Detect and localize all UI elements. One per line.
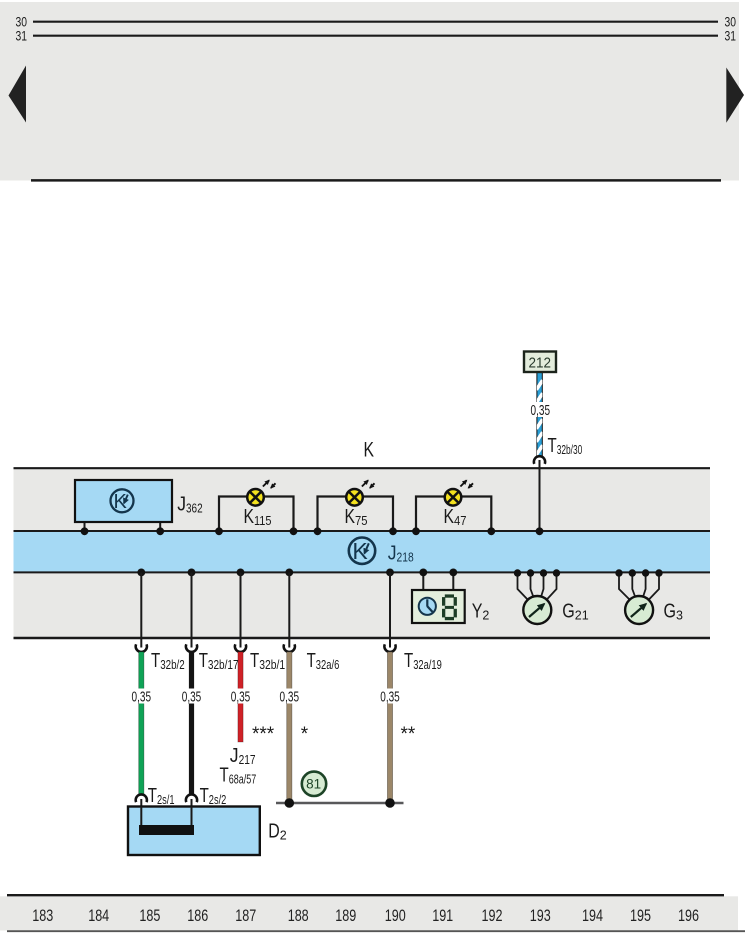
svg-text:*: *	[301, 724, 309, 745]
svg-text:187: 187	[235, 907, 256, 925]
svg-text:193: 193	[530, 907, 551, 925]
svg-text:J217: J217	[230, 744, 256, 767]
svg-text:K: K	[114, 491, 128, 513]
svg-text:J362: J362	[177, 493, 202, 516]
svg-text:192: 192	[482, 907, 503, 925]
svg-text:0,35: 0,35	[280, 689, 300, 705]
svg-text:T68a/57: T68a/57	[220, 764, 257, 787]
svg-text:T2s/2: T2s/2	[200, 784, 227, 807]
svg-text:185: 185	[139, 907, 160, 925]
svg-text:196: 196	[678, 907, 699, 925]
svg-text:189: 189	[335, 907, 356, 925]
svg-text:T32a/19: T32a/19	[404, 649, 442, 672]
svg-text:186: 186	[187, 907, 208, 925]
svg-text:0,35: 0,35	[231, 689, 251, 705]
svg-text:191: 191	[432, 907, 453, 925]
svg-text:212: 212	[529, 354, 552, 371]
svg-text:T32b/1: T32b/1	[250, 649, 285, 672]
svg-text:195: 195	[630, 907, 651, 925]
svg-text:J218: J218	[388, 541, 414, 564]
svg-text:K: K	[352, 538, 368, 564]
svg-text:T32b/17: T32b/17	[199, 649, 239, 672]
svg-text:0,35: 0,35	[182, 689, 202, 705]
svg-text:0,35: 0,35	[531, 403, 551, 419]
svg-text:K: K	[364, 439, 375, 462]
svg-text:T32b/2: T32b/2	[151, 649, 185, 672]
svg-text:0,35: 0,35	[380, 689, 400, 705]
svg-text:T2s/1: T2s/1	[148, 784, 175, 807]
svg-text:**: **	[401, 724, 416, 745]
svg-text:Y2: Y2	[472, 599, 490, 622]
svg-text:184: 184	[88, 907, 109, 925]
svg-text:183: 183	[32, 907, 53, 925]
svg-text:K47: K47	[444, 505, 467, 528]
svg-text:T32b/30: T32b/30	[548, 434, 583, 457]
svg-text:K115: K115	[244, 505, 272, 528]
svg-text:81: 81	[306, 777, 321, 792]
svg-text:30: 30	[16, 15, 28, 30]
svg-text:30: 30	[725, 15, 737, 30]
svg-text:0,35: 0,35	[132, 689, 152, 705]
svg-text:31: 31	[16, 29, 28, 44]
svg-text:K75: K75	[345, 505, 368, 528]
svg-text:194: 194	[582, 907, 603, 925]
svg-text:T32a/6: T32a/6	[307, 649, 340, 672]
svg-text:31: 31	[725, 29, 737, 44]
svg-text:G21: G21	[562, 599, 588, 622]
svg-text:190: 190	[385, 907, 406, 925]
svg-text:D2: D2	[268, 820, 287, 843]
svg-text:G3: G3	[664, 599, 684, 622]
svg-text:***: ***	[252, 724, 275, 745]
svg-text:188: 188	[288, 907, 309, 925]
